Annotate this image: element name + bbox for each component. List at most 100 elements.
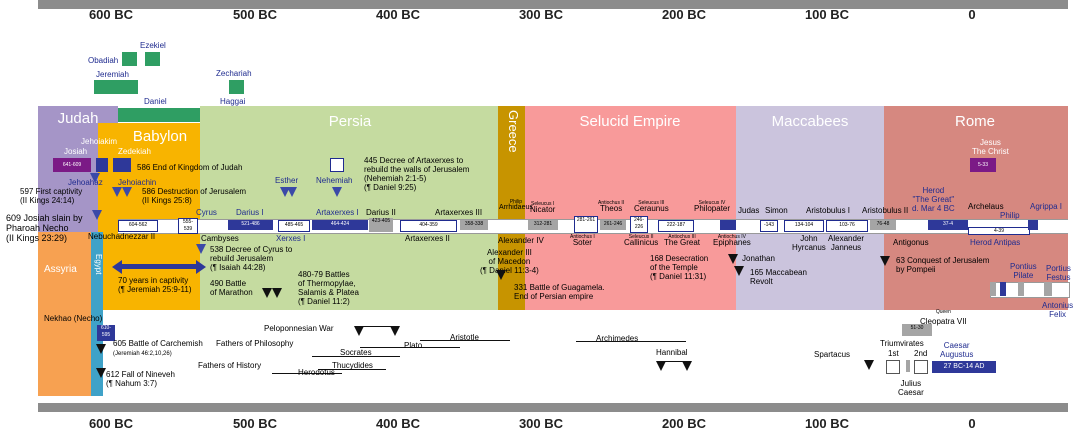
ruler-darius2: Darius II bbox=[366, 208, 396, 217]
event-captivity: 70 years in captivity(¶ Jeremiah 25:9-11… bbox=[118, 276, 192, 294]
marker-445-icon bbox=[332, 187, 342, 197]
label-fathers-history: Fathers of History bbox=[198, 361, 262, 370]
region-babylon bbox=[98, 123, 200, 310]
event-168-a: 168 Desecration bbox=[650, 254, 709, 263]
reign-464: 464-424 bbox=[312, 220, 368, 230]
ruler-xerxes: Xerxes I bbox=[276, 234, 306, 243]
event-165-b: Revolt bbox=[750, 277, 773, 286]
region-selucid-label: Selucid Empire bbox=[579, 113, 681, 130]
region-persia-label: Persia bbox=[328, 113, 372, 130]
year-label: 0 bbox=[968, 7, 976, 22]
ruler-judas: Judas bbox=[738, 206, 760, 215]
reign-521: 521-486 bbox=[228, 220, 273, 230]
reign-antiochus4 bbox=[720, 220, 736, 230]
region-assyria-label: Assyria bbox=[44, 264, 77, 275]
jesus-title: The Christ bbox=[972, 147, 1009, 156]
year-label: 400 BC bbox=[375, 416, 421, 431]
reign-76: 76-48 bbox=[870, 220, 896, 230]
augustus-a: Caesar bbox=[943, 341, 970, 350]
procurator-seg bbox=[1000, 282, 1006, 296]
king-jehoiachin: Jehoiachin bbox=[118, 178, 157, 187]
year-label: 600 BC bbox=[88, 7, 134, 22]
label-second: 2nd bbox=[914, 349, 928, 358]
ruler-philip-name: Philip bbox=[509, 199, 523, 205]
prophet-daniel-box bbox=[118, 108, 200, 122]
ruler-nicator: Nicator bbox=[530, 205, 556, 214]
king-jehoiakim-box bbox=[96, 158, 108, 172]
marker-hannibal-start-icon bbox=[656, 361, 666, 371]
king-jehoahaz: Jehoahaz bbox=[68, 178, 103, 187]
ruler-darius1: Darius I bbox=[236, 208, 264, 217]
region-egypt bbox=[91, 232, 103, 396]
ruler-jonathan: Jonathan bbox=[742, 254, 775, 263]
event-alex3-b: of Macedon bbox=[488, 257, 531, 266]
label-socrates: Socrates bbox=[340, 348, 372, 357]
hannibal-line bbox=[660, 361, 688, 362]
ruler-philopater: Philopater bbox=[694, 204, 731, 213]
marker-490-icon bbox=[262, 288, 272, 298]
label-first: 1st bbox=[888, 349, 899, 358]
ruler-john: John bbox=[800, 234, 818, 243]
triumvirate1-box bbox=[886, 360, 900, 374]
nekhao-label: Nekhao (Necho) bbox=[44, 314, 103, 323]
label-archimedes: Archimedes bbox=[596, 334, 639, 343]
ruler-seleucus1-name: Seleucus I bbox=[530, 201, 555, 207]
reign-485: 485-465 bbox=[278, 220, 310, 232]
event-586-ref: (II Kings 25:8) bbox=[142, 196, 192, 205]
ruler-aristobulus2: Aristobulus II bbox=[862, 206, 909, 215]
event-612-a: 612 Fall of Nineveh bbox=[106, 370, 175, 379]
thucydides-line bbox=[318, 369, 386, 370]
year-label: 100 BC bbox=[804, 7, 850, 22]
event-331-a: 331 Battle of Guagamela. bbox=[514, 283, 605, 292]
ruler-cambyses: Cambyses bbox=[201, 234, 239, 243]
event-168-c: (¶ Daniel 11:31) bbox=[650, 272, 707, 281]
reign-261: 261-246 bbox=[600, 220, 626, 230]
marker-168-icon bbox=[728, 254, 738, 264]
event-165-a: 165 Maccabean bbox=[750, 268, 807, 277]
ruler-nebuchadnezzar: Nebuchadnezzar II bbox=[88, 232, 156, 241]
king-josiah: Josiah bbox=[64, 147, 88, 156]
label-fathers-philosophy: Fathers of Philosophy bbox=[216, 339, 294, 348]
region-maccabees bbox=[736, 106, 884, 310]
aristotle-line bbox=[420, 340, 510, 341]
marker-hannibal-end-icon bbox=[682, 361, 692, 371]
ruler-antiochus1-name: Antiochus I bbox=[570, 234, 595, 240]
event-612-b: (¶ Nahum 3:7) bbox=[106, 379, 157, 388]
ruler-artaxerxes3: Artaxerxes III bbox=[435, 208, 483, 217]
marker-jehoahaz-icon bbox=[90, 173, 100, 183]
festus: Festus bbox=[1046, 273, 1071, 282]
herodotus-line bbox=[272, 373, 342, 374]
event-605-b: (Jeremiah 46:2,10,26) bbox=[113, 351, 172, 357]
reign-222: 222-187 bbox=[658, 220, 694, 232]
ruler-great: The Great bbox=[664, 238, 701, 247]
ruler-alexander4: Alexander IV bbox=[498, 236, 544, 245]
prophet-daniel: Daniel bbox=[144, 97, 167, 106]
label-hannibal: Hannibal bbox=[656, 348, 688, 357]
year-label: 500 BC bbox=[232, 416, 278, 431]
label-thucydides: Thucydides bbox=[332, 361, 373, 370]
label-plato: Plato bbox=[404, 341, 423, 350]
event-538-a: 538 Decree of Cyrus to bbox=[210, 245, 293, 254]
reign-143: -143 bbox=[760, 220, 778, 232]
event-63-a: 63 Conquest of Jerusalem bbox=[896, 256, 990, 265]
ruler-antiochus4-name: Antiochus IV bbox=[717, 234, 746, 240]
king-zedekiah-box bbox=[113, 158, 131, 172]
prophet-zechariah-box bbox=[229, 80, 244, 94]
year-label: 300 BC bbox=[518, 416, 564, 431]
label-herodotus: Herodotus bbox=[298, 368, 335, 377]
event-480-b: of Thermopylae, bbox=[298, 279, 356, 288]
procurator-seg bbox=[1044, 282, 1052, 296]
event-480-c: Salamis & Platea bbox=[298, 288, 359, 297]
cleopatra-dates: 51-30 bbox=[902, 324, 932, 336]
king-josiah-dates: 641-609 bbox=[53, 158, 91, 172]
archimedes-line bbox=[576, 341, 686, 342]
prophet-obadiah: Obadiah bbox=[88, 56, 119, 65]
event-480-d: (¶ Daniel 11:2) bbox=[298, 297, 350, 306]
